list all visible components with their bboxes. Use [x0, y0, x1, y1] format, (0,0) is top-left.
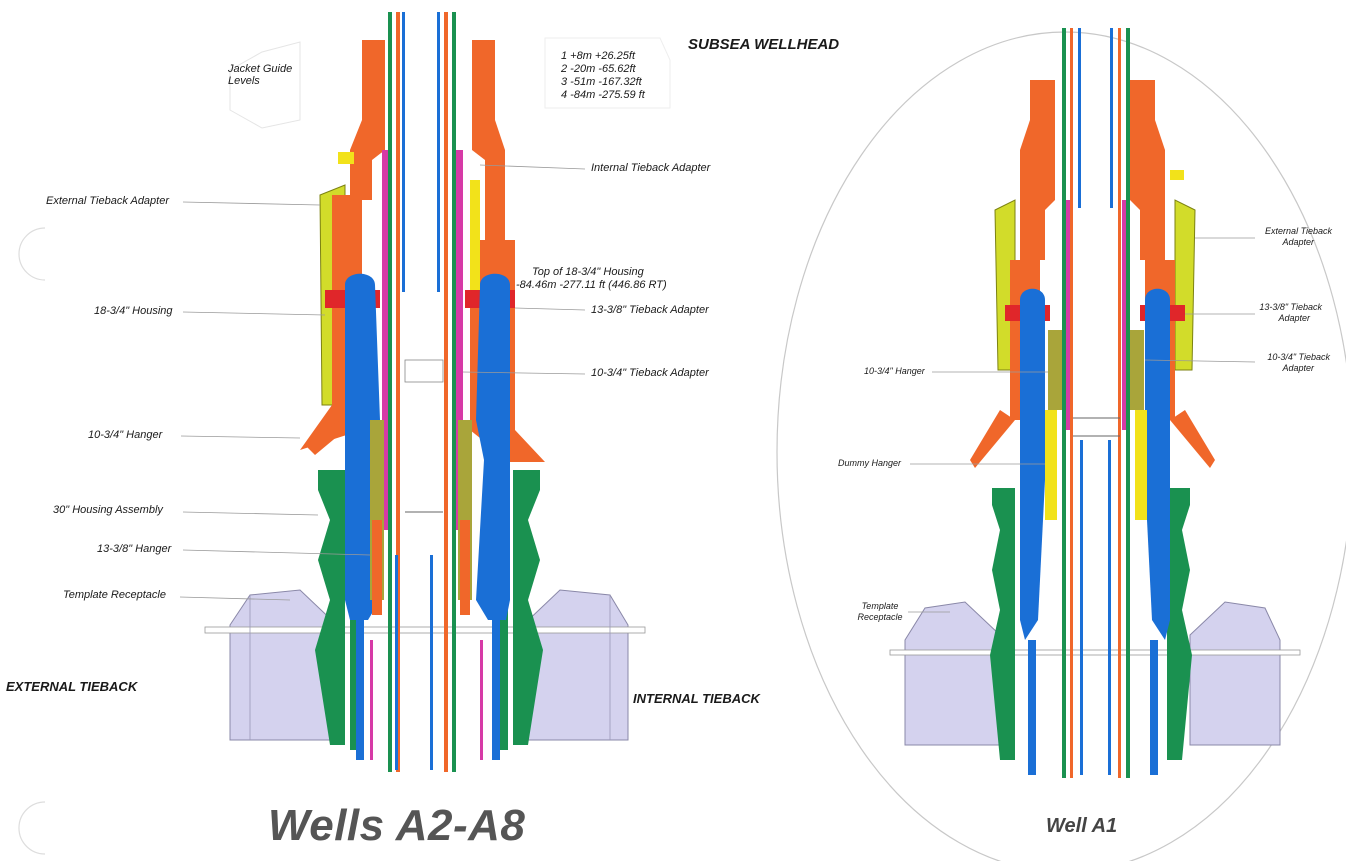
right-callout-ext-tieback-line1: External Tieback — [1265, 226, 1332, 236]
callout-template-receptacle: Template Receptacle — [63, 589, 166, 601]
right-callout-13in-tieback-line1: 13-3/8" Tieback — [1259, 302, 1322, 312]
callout-13in-hanger: 13-3/8" Hanger — [97, 543, 172, 555]
left-yellow-tab — [338, 152, 354, 164]
left-18in-housing — [345, 273, 510, 760]
binder-hole-upper — [18, 227, 46, 281]
left-internal-tieback-left — [382, 150, 390, 530]
callout-top-housing-line1: Top of 18-3/4" Housing — [532, 266, 644, 278]
right-hanger-olive-left — [1048, 330, 1062, 410]
middle-leader-lines — [462, 164, 586, 375]
left-internal-tieback-right — [455, 150, 463, 530]
jacket-guide-label-line2: Levels — [228, 75, 260, 87]
right-dummy-hanger-left — [1045, 410, 1057, 520]
callout-internal-tieback-adapter: Internal Tieback Adapter — [591, 162, 711, 174]
callout-top-housing-line2: -84.46m -277.11 ft (446.86 RT) — [516, 279, 667, 291]
well-a1-title: Well A1 — [1046, 815, 1118, 837]
right-yellow-tab — [1170, 170, 1184, 180]
right-30in-housing — [990, 488, 1192, 760]
left-13in-hanger-left — [372, 520, 382, 615]
left-30in-housing — [315, 470, 543, 750]
right-leader-lines — [908, 237, 1256, 613]
left-13in-hanger-right — [460, 520, 470, 615]
level-4: 4 -84m -275.59 ft — [561, 89, 645, 101]
right-callout-13in-tieback-line2: Adapter — [1278, 313, 1310, 323]
right-hanger-olive-right — [1130, 330, 1144, 410]
right-wellhead — [889, 28, 1301, 778]
callout-13in-tieback-adapter: 13-3/8" Tieback Adapter — [591, 304, 709, 316]
right-template-receptacle — [889, 601, 1301, 746]
right-callout-10in-tieback-line2: Adapter — [1282, 363, 1314, 373]
callout-10in-hanger: 10-3/4" Hanger — [88, 429, 163, 441]
subsea-wellhead-title: SUBSEA WELLHEAD — [688, 36, 840, 53]
left-yellow-part — [470, 180, 480, 290]
right-18in-housing — [1020, 288, 1170, 775]
external-tieback-label: EXTERNAL TIEBACK — [6, 679, 138, 694]
right-callout-10in-hanger: 10-3/4" Hanger — [864, 366, 925, 376]
right-central-bore — [1062, 28, 1130, 778]
levels-box — [544, 37, 671, 109]
callout-external-tieback-adapter: External Tieback Adapter — [46, 195, 170, 207]
level-1: 1 +8m +26.25ft — [561, 50, 635, 62]
binder-hole-lower — [18, 801, 46, 855]
right-callout-dummy-hanger: Dummy Hanger — [838, 458, 902, 468]
wells-a2-a8-title: Wells A2-A8 — [268, 801, 526, 850]
left-central-bore — [370, 12, 483, 772]
right-dummy-hanger-right — [1135, 410, 1147, 520]
left-leader-lines — [179, 201, 371, 601]
right-callout-template-line1: Template — [861, 601, 899, 611]
right-callout-ext-tieback-line2: Adapter — [1282, 237, 1314, 247]
right-callout-template-line2: Receptacle — [857, 612, 903, 622]
callout-30in-housing-assembly: 30" Housing Assembly — [53, 504, 163, 516]
jacket-guide-label-line1: Jacket Guide — [228, 63, 293, 75]
left-template-receptacle — [204, 589, 646, 741]
level-2: 2 -20m -65.62ft — [561, 63, 636, 75]
internal-tieback-label: INTERNAL TIEBACK — [633, 691, 760, 706]
level-3: 3 -51m -167.32ft — [561, 76, 642, 88]
right-callout-10in-tieback-line1: 10-3/4" Tieback — [1267, 352, 1330, 362]
callout-18in-housing: 18-3/4" Housing — [94, 305, 173, 317]
callout-10in-tieback-adapter: 10-3/4" Tieback Adapter — [591, 367, 709, 379]
left-wellhead — [204, 12, 646, 772]
jacket-guide-box — [229, 41, 301, 129]
